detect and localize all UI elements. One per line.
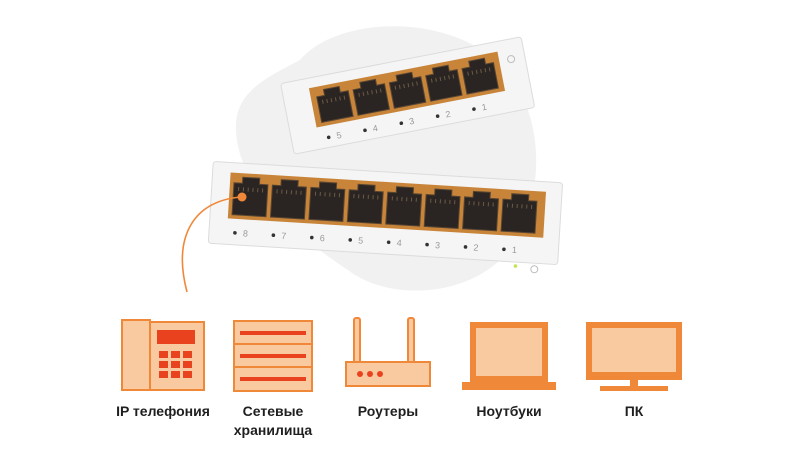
connection-cable: [181, 196, 243, 293]
keypad-key: [159, 361, 168, 368]
power-icon: [530, 265, 539, 274]
device-label: IP телефония: [116, 403, 210, 419]
power-icon: [507, 55, 516, 64]
device-label: Сетевые хранилища: [233, 403, 313, 438]
storage-server-icon: [233, 320, 313, 392]
ip-phone-icon: [121, 319, 205, 391]
port-indicator-dot: [233, 231, 237, 235]
switch-5-port: 5 4 3 2 1: [280, 36, 535, 155]
ethernet-port: [462, 190, 500, 232]
port-indicator-dot: [425, 242, 429, 247]
keypad-key: [171, 351, 180, 358]
router-icon: [345, 317, 431, 387]
port-indicator-dot: [463, 245, 468, 249]
ethernet-port: [231, 176, 269, 218]
ethernet-port: [346, 183, 384, 225]
port-number: 2: [473, 242, 479, 252]
port-indicator-dot: [502, 247, 506, 252]
port-indicator-dot: [348, 238, 353, 242]
port-number: 3: [408, 116, 415, 127]
port-number: 4: [396, 238, 402, 248]
device-label: Роутеры: [357, 403, 419, 419]
port-number: 5: [358, 235, 364, 245]
desktop-monitor-icon: [586, 322, 682, 391]
ethernet-port: [352, 78, 391, 116]
keypad-key: [171, 361, 180, 368]
keypad-key: [183, 361, 192, 368]
port-number: 8: [243, 228, 249, 238]
keypad-key: [159, 371, 168, 378]
ethernet-port: [425, 64, 463, 102]
port-indicator-dot: [309, 235, 314, 240]
keypad-key: [183, 371, 192, 378]
laptop-icon: [462, 322, 556, 390]
switch-8-port: 8 7 6 5 4 3 2 1: [207, 161, 563, 274]
port-indicator-dot: [326, 135, 331, 140]
ethernet-port: [316, 85, 354, 123]
ethernet-port: [388, 71, 427, 109]
keypad-key: [159, 351, 168, 358]
link-led: [513, 264, 518, 268]
ethernet-port: [500, 193, 538, 234]
port-indicator-dot: [363, 128, 367, 133]
port-number: 7: [281, 231, 287, 241]
keypad-key: [183, 351, 192, 358]
port-indicator-dot: [435, 114, 440, 118]
port-number: 5: [336, 130, 343, 141]
port-indicator-dot: [271, 233, 276, 238]
port-indicator-dot: [399, 121, 404, 126]
port-number: 3: [435, 240, 441, 250]
ethernet-port: [385, 186, 423, 227]
port-indicator-dot: [386, 240, 391, 245]
ethernet-port: [269, 179, 307, 220]
port-number: 6: [319, 233, 325, 243]
ethernet-port: [461, 57, 499, 95]
port-number: 2: [445, 109, 452, 120]
keypad-key: [171, 371, 180, 378]
device-label: ПК: [624, 403, 644, 419]
port-indicator-dot: [472, 107, 476, 111]
cable-connector-dot: [237, 192, 247, 202]
ethernet-port: [308, 181, 346, 222]
device-label: Ноутбуки: [476, 403, 542, 419]
ethernet-port: [423, 188, 461, 230]
port-number: 4: [372, 123, 379, 134]
port-number: 1: [512, 245, 518, 255]
port-number: 1: [481, 102, 488, 113]
